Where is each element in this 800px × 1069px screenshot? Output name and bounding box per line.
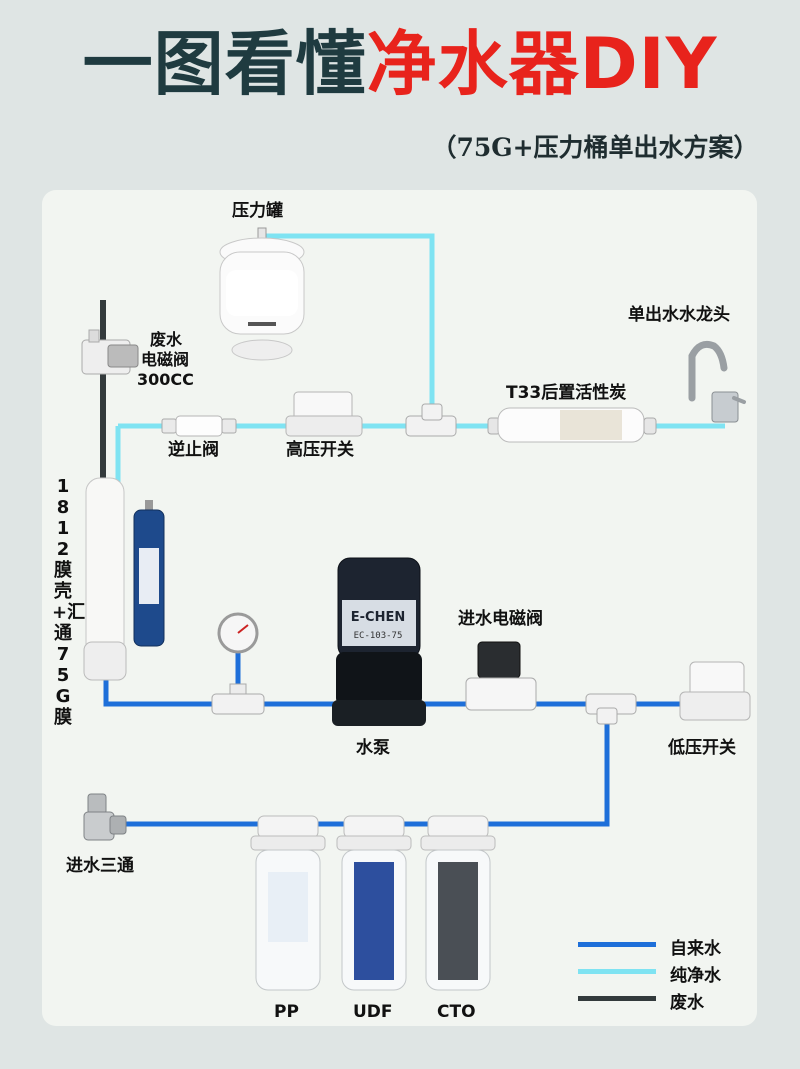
pump-brand: E-CHEN [351,610,405,625]
filter-cto-icon [420,815,496,991]
waste-solenoid-valve-icon [81,329,139,375]
ro-membrane-icon [133,500,165,647]
high-pressure-switch-icon [285,391,363,437]
label-pressure-tank: 压力罐 [232,201,283,221]
water-pump-icon [332,557,426,726]
tee-fitting-icon [405,403,457,437]
check-valve-icon [161,415,237,437]
inlet-tee-icon [83,793,127,841]
membrane-housing-icon [83,477,127,681]
subtitle: （75G+压力桶单出水方案） [431,133,759,162]
legend-swatch-pure-water [578,969,656,974]
label-waste-valve-1: 废水 [150,330,183,349]
pump-model: EC-103-75 [354,631,403,641]
label-post-carbon: T33后置活性炭 [506,383,627,403]
label-high-pressure-switch: 高压开关 [286,440,354,460]
label-filter-cto: CTO [437,1002,476,1022]
legend-swatch-waste-water [578,996,656,1001]
label-check-valve: 逆止阀 [168,440,219,460]
pressure-gauge-icon [211,612,265,715]
post-carbon-filter-icon [487,407,657,443]
pressure-tank-icon [219,227,305,361]
label-low-pressure-switch: 低压开关 [668,738,736,758]
label-faucet: 单出水水龙头 [628,305,730,325]
filter-udf-icon [336,815,412,991]
label-pump: 水泵 [356,738,390,758]
legend-label-pure-water: 纯净水 [670,966,721,986]
legend-swatch-tap-water [578,942,656,947]
tap-water-tee-icon [585,693,637,725]
label-filter-pp: PP [274,1002,299,1022]
page-title: 一图看懂净水器DIY [0,22,800,106]
low-pressure-switch-icon [679,661,751,721]
label-waste-valve-2: 电磁阀 [141,350,190,369]
label-inlet-tee: 进水三通 [66,856,134,876]
inlet-solenoid-valve-icon [465,641,537,711]
filter-pp-icon [250,815,326,991]
label-membrane-housing: 1812膜壳+汇通75G膜 [52,476,86,728]
faucet-icon [688,340,746,423]
label-filter-udf: UDF [353,1002,393,1022]
title-part-red: 净水器DIY [366,23,718,105]
title-part-dark: 一图看懂 [82,23,367,105]
legend-label-tap-water: 自来水 [670,939,721,959]
label-inlet-solenoid: 进水电磁阀 [458,609,543,629]
label-waste-valve-3: 300CC [137,370,194,389]
legend-label-waste-water: 废水 [670,993,704,1013]
